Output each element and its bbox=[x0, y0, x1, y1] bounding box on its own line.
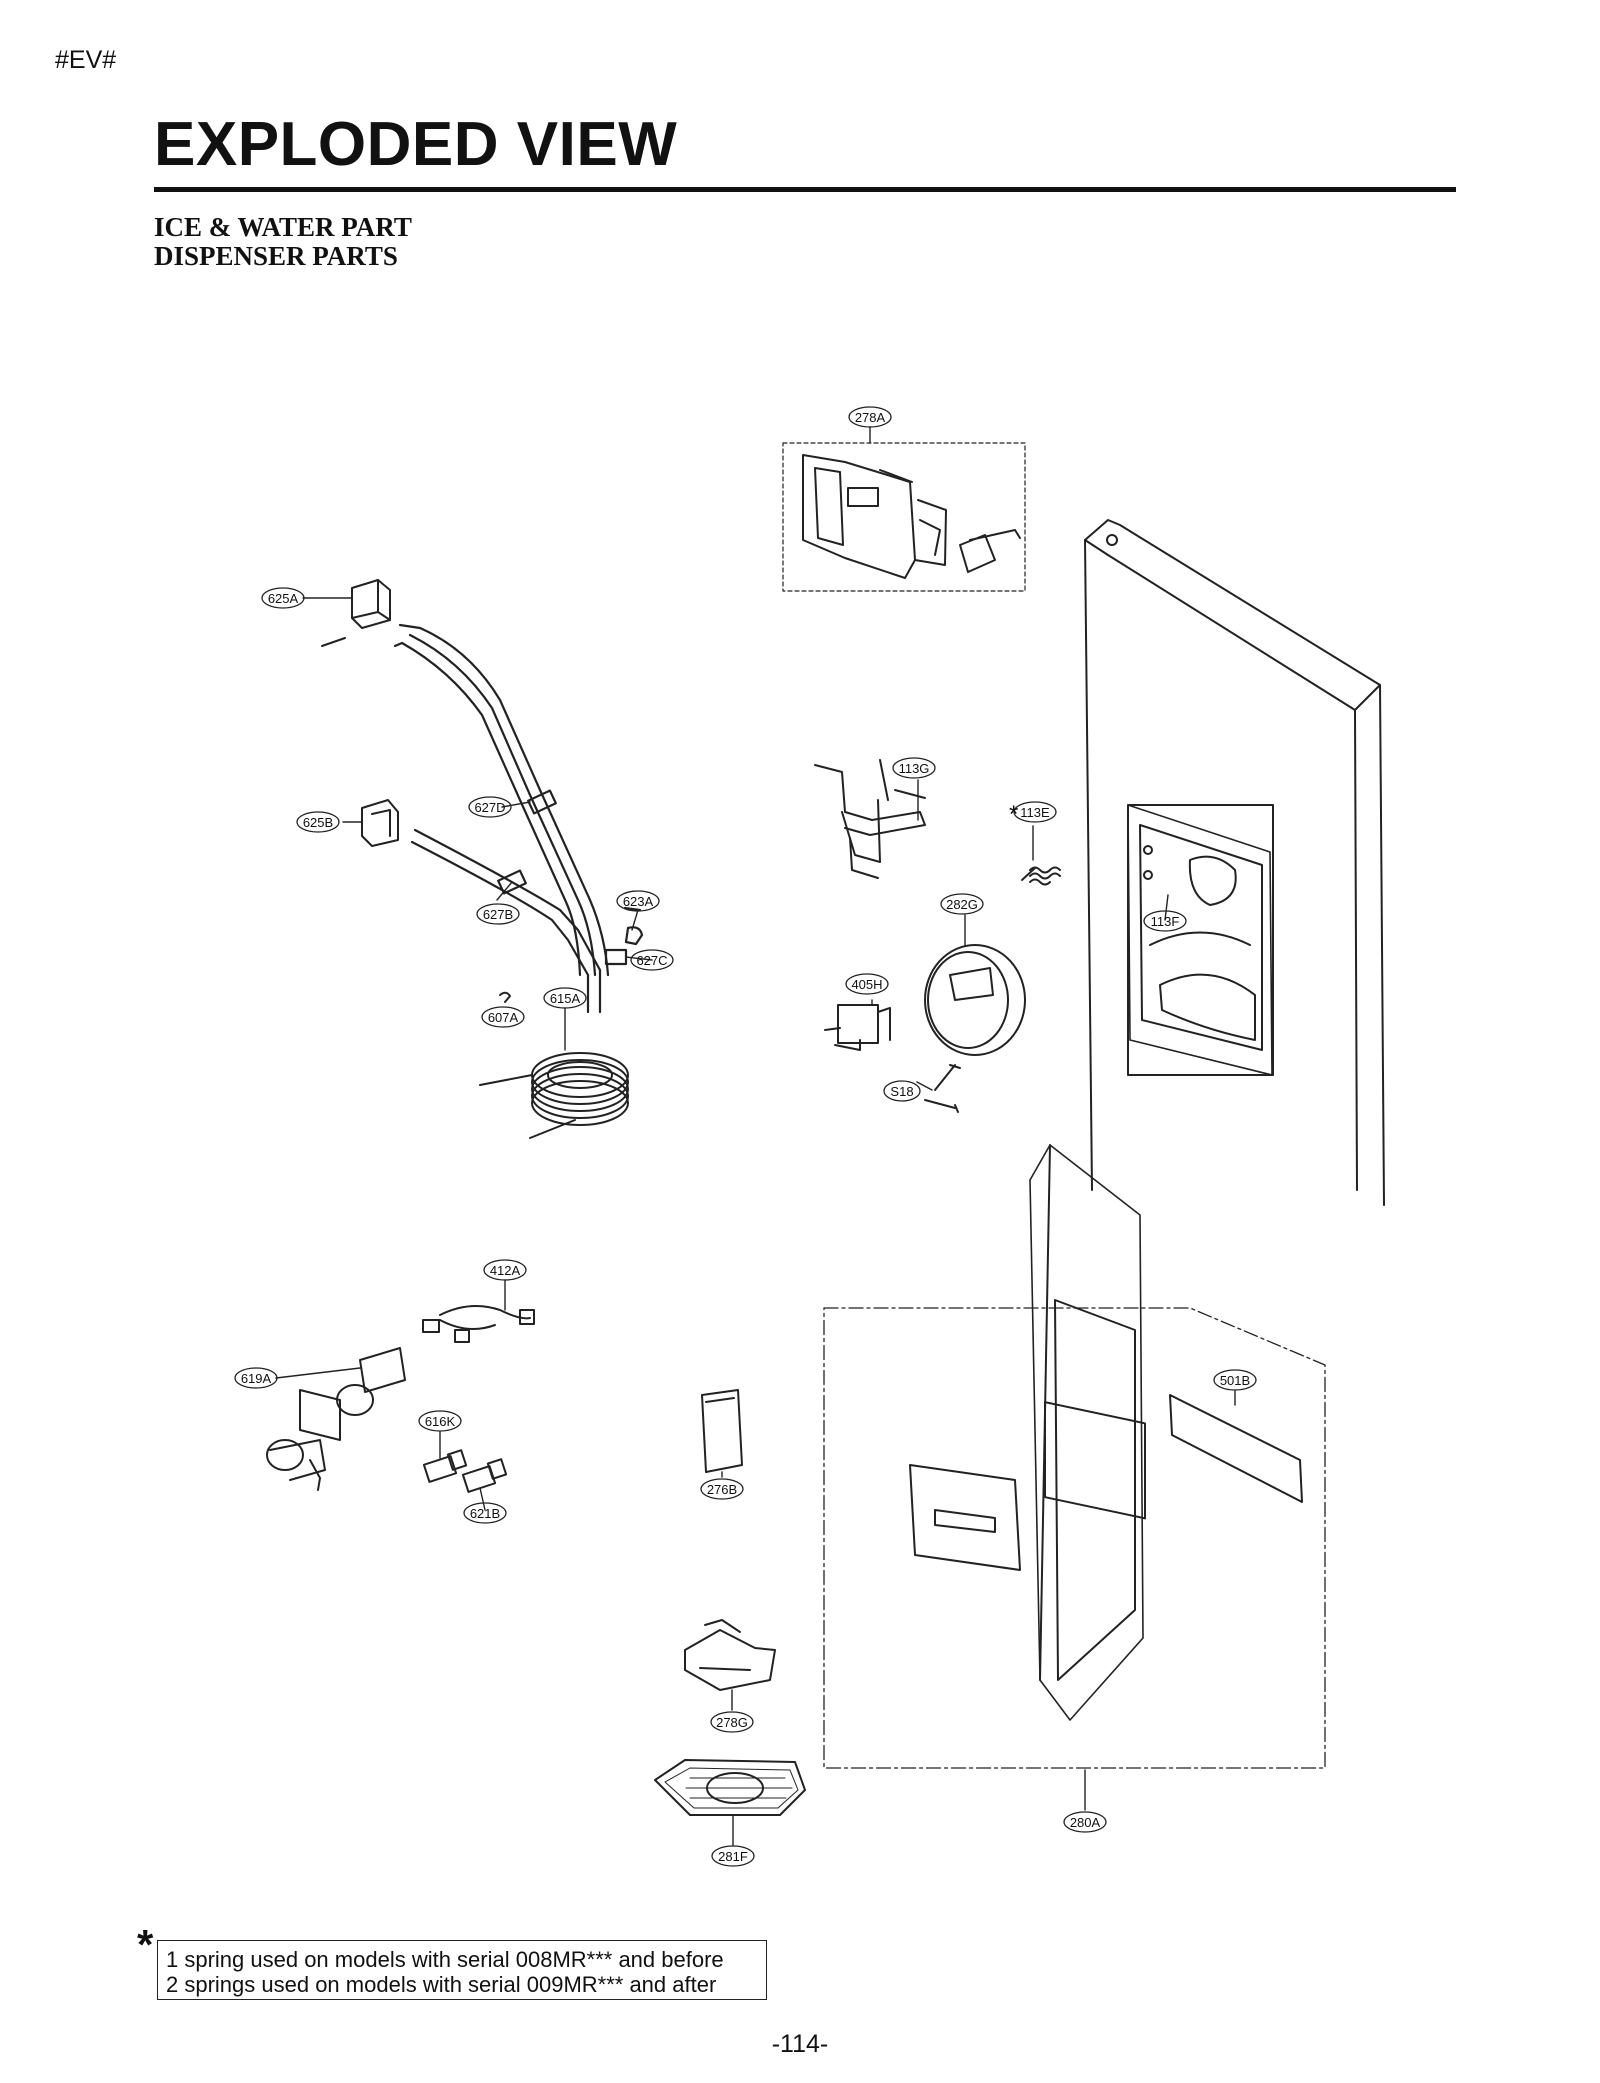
section-subtitle-2: DISPENSER PARTS bbox=[154, 241, 398, 271]
part-281f-tray bbox=[654, 1759, 806, 1816]
callout-113f: 113F bbox=[1143, 910, 1187, 932]
spring-asterisk-mark: * bbox=[1009, 801, 1018, 828]
part-405h-switch bbox=[824, 1004, 891, 1051]
callout-113g: 113G bbox=[892, 757, 936, 779]
svg-text:616K: 616K bbox=[425, 1414, 456, 1429]
svg-text:282G: 282G bbox=[946, 897, 978, 912]
svg-text:278G: 278G bbox=[716, 1715, 748, 1730]
callout-281f: 281F bbox=[711, 1845, 755, 1867]
svg-text:619A: 619A bbox=[241, 1371, 272, 1386]
svg-text:627B: 627B bbox=[483, 907, 513, 922]
part-280a-assembly bbox=[823, 1144, 1326, 1769]
part-615a-coil bbox=[479, 1052, 629, 1139]
svg-text:627C: 627C bbox=[636, 953, 667, 968]
svg-text:113F: 113F bbox=[1151, 914, 1180, 929]
part-278a-bracket bbox=[782, 442, 1026, 592]
part-625a-connector bbox=[321, 579, 391, 647]
svg-text:615A: 615A bbox=[550, 991, 581, 1006]
footnote-box: 1 spring used on models with serial 008M… bbox=[157, 1940, 767, 2000]
callout-625a: 625A bbox=[261, 587, 305, 609]
part-door bbox=[1084, 519, 1385, 1206]
part-625b-connector bbox=[361, 799, 399, 847]
part-616k-fitting bbox=[422, 1449, 468, 1483]
callout-280a: 280A bbox=[1063, 1811, 1107, 1833]
callout-627b: 627B bbox=[476, 903, 520, 925]
page-number: -114- bbox=[771, 2030, 829, 2058]
callout-278a: 278A bbox=[848, 406, 892, 428]
callout-627d: 627D bbox=[468, 796, 512, 818]
part-621b-fitting bbox=[461, 1458, 508, 1493]
callout-623a: 623A bbox=[616, 890, 660, 912]
part-607a-clip bbox=[499, 991, 511, 1003]
svg-text:607A: 607A bbox=[488, 1010, 519, 1025]
svg-text:501B: 501B bbox=[1220, 1373, 1250, 1388]
callout-113e: 113E bbox=[1013, 801, 1057, 823]
svg-text:412A: 412A bbox=[490, 1263, 521, 1278]
callout-625b: 625B bbox=[296, 811, 340, 833]
svg-text:280A: 280A bbox=[1070, 1815, 1101, 1830]
footnote-asterisk: * bbox=[137, 1921, 154, 1968]
svg-text:S18: S18 bbox=[890, 1084, 913, 1099]
callout-s18: S18 bbox=[883, 1080, 921, 1102]
callout-607a: 607A bbox=[481, 1006, 525, 1028]
part-412a-harness bbox=[422, 1305, 535, 1343]
svg-text:405H: 405H bbox=[851, 977, 882, 992]
svg-text:625B: 625B bbox=[303, 815, 333, 830]
svg-text:276B: 276B bbox=[707, 1482, 737, 1497]
callout-615a: 615A bbox=[543, 987, 587, 1009]
svg-text:627D: 627D bbox=[474, 800, 505, 815]
callout-282g: 282G bbox=[940, 893, 984, 915]
part-s18-screws bbox=[924, 1064, 961, 1113]
part-113e-spring bbox=[1021, 866, 1061, 886]
leader-lines bbox=[275, 426, 1236, 1846]
callout-278g: 278G bbox=[710, 1711, 754, 1733]
callout-405h: 405H bbox=[845, 973, 889, 995]
svg-text:623A: 623A bbox=[623, 894, 654, 909]
page-title: EXPLODED VIEW bbox=[154, 110, 678, 179]
section-subtitle: ICE & WATER PART bbox=[154, 212, 412, 242]
part-619a-valve bbox=[266, 1347, 406, 1491]
svg-text:621B: 621B bbox=[470, 1506, 500, 1521]
part-282g-cover bbox=[924, 944, 1026, 1056]
footnote-line-1: 1 spring used on models with serial 008M… bbox=[166, 1947, 724, 1972]
svg-text:113G: 113G bbox=[899, 761, 930, 776]
callout-621b: 621B bbox=[463, 1502, 507, 1524]
part-627-tubes bbox=[393, 623, 644, 1014]
callouts: 278A 625A 627D 625B 627B 623A 627C 615A … bbox=[234, 406, 1257, 1867]
svg-text:281F: 281F bbox=[718, 1849, 748, 1864]
title-rule bbox=[154, 187, 1456, 192]
callout-627c: 627C bbox=[630, 949, 674, 971]
callout-276b: 276B bbox=[700, 1478, 744, 1500]
callout-412a: 412A bbox=[483, 1259, 527, 1281]
callout-619a: 619A bbox=[234, 1367, 278, 1389]
document-tag: #EV# bbox=[55, 46, 117, 74]
callout-501b: 501B bbox=[1213, 1369, 1257, 1391]
svg-text:278A: 278A bbox=[855, 410, 886, 425]
footnote-line-2: 2 springs used on models with serial 009… bbox=[166, 1972, 717, 1997]
callout-616k: 616K bbox=[418, 1410, 462, 1432]
svg-text:113E: 113E bbox=[1020, 805, 1050, 820]
svg-text:625A: 625A bbox=[268, 591, 299, 606]
part-278g-chute bbox=[684, 1619, 776, 1691]
part-276b-flap bbox=[701, 1389, 743, 1473]
part-113g-bracket bbox=[814, 759, 926, 879]
